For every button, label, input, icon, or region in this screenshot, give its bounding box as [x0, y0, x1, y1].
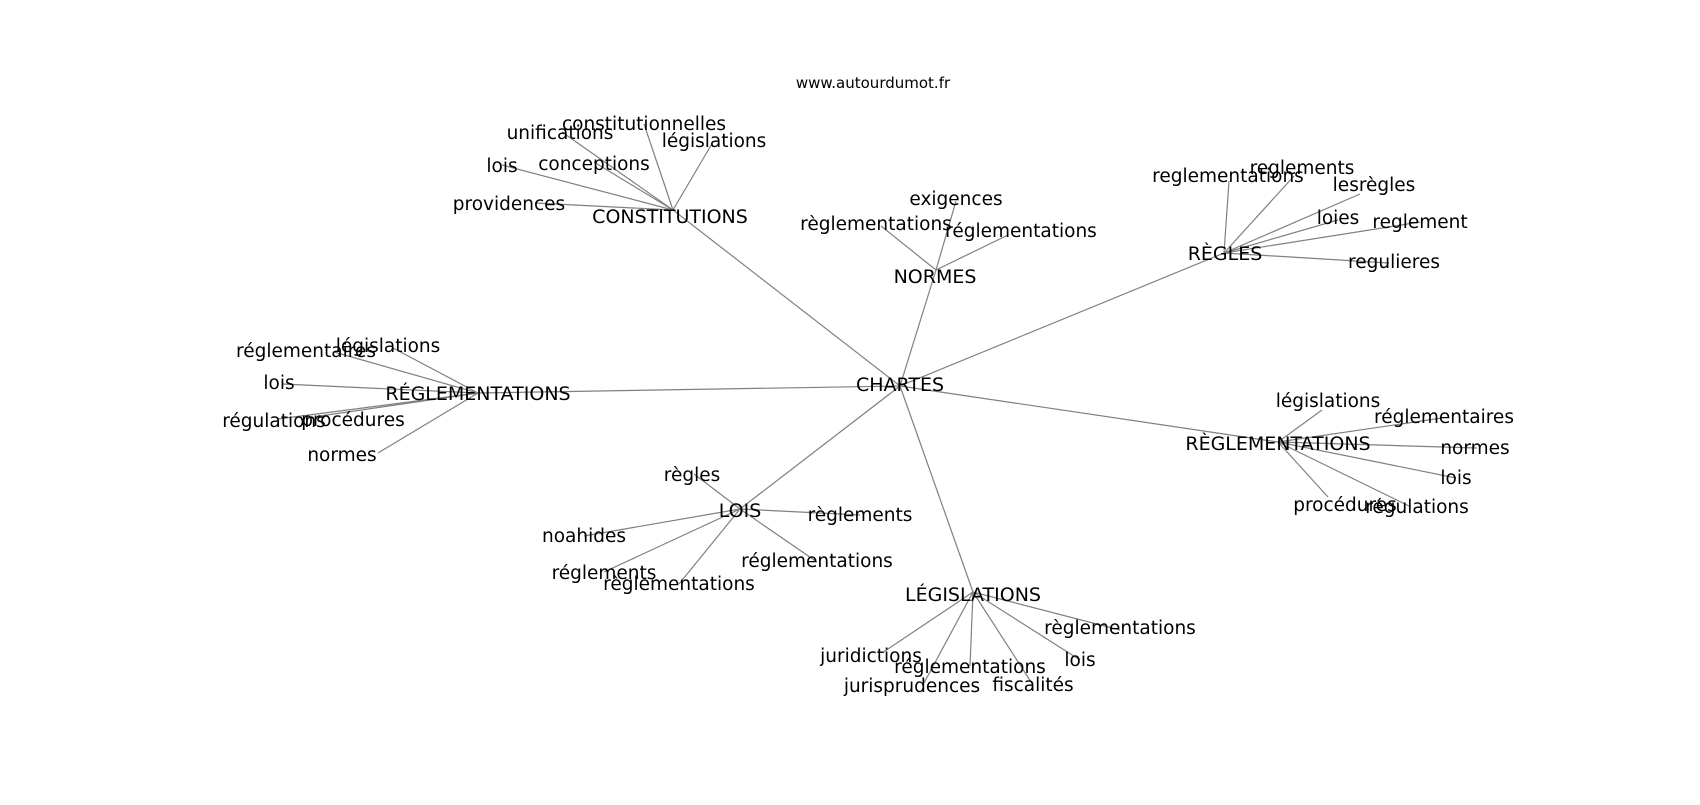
- leaf-node-label: reglement: [1372, 212, 1467, 233]
- edge-hub-to-leaf: [392, 347, 479, 394]
- edge-hub-to-leaf: [583, 508, 741, 537]
- leaf-node-label: unifications: [507, 123, 614, 144]
- hub-node-label: RÈGLEMENTATIONS: [1185, 432, 1370, 455]
- leaf-node-label: procédures: [1293, 495, 1397, 516]
- edge-center-to-hub: [899, 385, 974, 593]
- leaf-node-label: règlements: [808, 505, 913, 526]
- leaf-node-label: règlementations: [800, 214, 952, 235]
- edge-center-to-hub: [899, 385, 1279, 443]
- edge-hub-to-leaf: [739, 508, 861, 516]
- leaf-node-label: lois: [486, 156, 517, 177]
- edge-center-to-hub: [899, 252, 1225, 387]
- edge-hub-to-leaf: [1223, 221, 1421, 254]
- leaf-node-label: noahides: [542, 526, 626, 547]
- leaf-node-label: lois: [1064, 650, 1095, 671]
- edge-hub-to-leaf: [1277, 417, 1443, 443]
- leaf-node-label: lois: [1440, 468, 1471, 489]
- edge-hub-to-leaf: [739, 508, 818, 563]
- edge-hub-to-leaf: [377, 392, 479, 454]
- edge-hub-to-leaf: [1223, 252, 1390, 264]
- edge-hub-to-leaf: [972, 591, 1121, 631]
- leaf-node-label: reglements: [1250, 158, 1355, 179]
- edge-hub-to-leaf: [319, 392, 479, 417]
- edge-hub-to-leaf: [935, 200, 957, 271]
- leaf-node-label: exigences: [909, 189, 1002, 210]
- leaf-node-label: providences: [453, 194, 565, 215]
- leaf-node-label: lois: [263, 373, 294, 394]
- edge-hub-to-leaf: [593, 161, 674, 211]
- edge-hub-to-leaf: [880, 225, 937, 271]
- edge-center-to-hub: [739, 385, 901, 510]
- leaf-node-label: législations: [662, 131, 767, 152]
- leaf-node-label: lesrègles: [1333, 175, 1416, 196]
- hub-node-label: CONSTITUTIONS: [592, 206, 748, 228]
- hub-node-label: LOIS: [719, 500, 762, 522]
- edge-hub-to-leaf: [1223, 175, 1295, 254]
- edge-hub-to-leaf: [672, 141, 714, 211]
- leaf-node-label: reglementations: [1152, 166, 1304, 187]
- leaf-node-label: normes: [307, 445, 376, 466]
- leaf-node-label: juridictions: [819, 646, 922, 667]
- leaf-node-label: normes: [1440, 438, 1509, 459]
- edges: [277, 123, 1478, 686]
- leaf-node-label: réglementations: [945, 221, 1097, 242]
- edge-hub-to-leaf: [972, 591, 1081, 661]
- edge-hub-to-leaf: [643, 123, 674, 211]
- edge-hub-to-leaf: [969, 591, 974, 667]
- leaf-node-label: procédures: [301, 410, 405, 431]
- edge-hub-to-leaf: [881, 591, 974, 654]
- leaf-node-label: fiscalités: [992, 675, 1073, 696]
- edge-hub-to-leaf: [678, 508, 741, 585]
- edge-center-to-hub: [899, 269, 937, 387]
- edge-hub-to-leaf: [534, 202, 674, 211]
- center-node-label: CHARTES: [856, 374, 944, 396]
- leaf-node-label: réglementations: [894, 657, 1046, 678]
- leaf-node-label: réglements: [552, 563, 657, 584]
- leaf-node-label: conceptions: [538, 154, 650, 175]
- leaf-node-label: législations: [1276, 391, 1381, 412]
- leaf-node-label: législations: [336, 336, 441, 357]
- edge-hub-to-leaf: [1223, 180, 1230, 254]
- edge-hub-to-leaf: [1277, 441, 1478, 449]
- leaf-node-label: réglementations: [741, 551, 893, 572]
- edge-hub-to-leaf: [1277, 409, 1323, 443]
- edge-hub-to-leaf: [1277, 441, 1457, 479]
- edge-hub-to-leaf: [603, 508, 741, 573]
- edge-hub-to-leaf: [972, 591, 1034, 686]
- leaf-node-label: jurisprudences: [843, 676, 980, 697]
- leaf-node-label: constitutionnelles: [562, 114, 726, 135]
- edge-hub-to-leaf: [561, 131, 674, 211]
- leaf-node-label: regulieres: [1348, 252, 1440, 273]
- leaf-node-label: régulations: [222, 411, 326, 432]
- edge-hub-to-leaf: [1223, 219, 1339, 254]
- hub-node-label: RÈGLES: [1188, 242, 1263, 265]
- leaf-node-label: loies: [1317, 208, 1360, 229]
- leaf-node-label: règles: [664, 465, 721, 486]
- site-credit: www.autourdumot.fr: [796, 74, 951, 92]
- hub-node-label: NORMES: [894, 266, 977, 288]
- hub-node-label: LÉGISLATIONS: [905, 583, 1041, 606]
- leaf-node-label: réglementaires: [1374, 407, 1514, 428]
- edge-hub-to-leaf: [281, 383, 479, 394]
- edge-hub-to-leaf: [923, 591, 974, 684]
- leaf-node-label: régulations: [1365, 497, 1469, 518]
- leaf-node-label: règlementations: [1044, 618, 1196, 639]
- edge-center-to-hub: [672, 209, 901, 387]
- edge-hub-to-leaf: [1277, 441, 1410, 507]
- labels: www.autourdumot.fr CHARTES CONSTITUTIONS…: [222, 74, 1514, 697]
- edge-hub-to-leaf: [935, 234, 1009, 271]
- edge-center-to-hub: [477, 385, 901, 394]
- edge-hub-to-leaf: [501, 164, 674, 211]
- leaf-node-label: règlementations: [603, 574, 755, 595]
- edge-hub-to-leaf: [1277, 441, 1329, 498]
- edge-hub-to-leaf: [693, 473, 741, 510]
- edge-hub-to-leaf: [333, 351, 479, 394]
- leaf-node-label: réglementaires: [236, 341, 376, 362]
- hub-node-label: RÉGLEMENTATIONS: [385, 382, 570, 405]
- edge-hub-to-leaf: [1223, 193, 1361, 254]
